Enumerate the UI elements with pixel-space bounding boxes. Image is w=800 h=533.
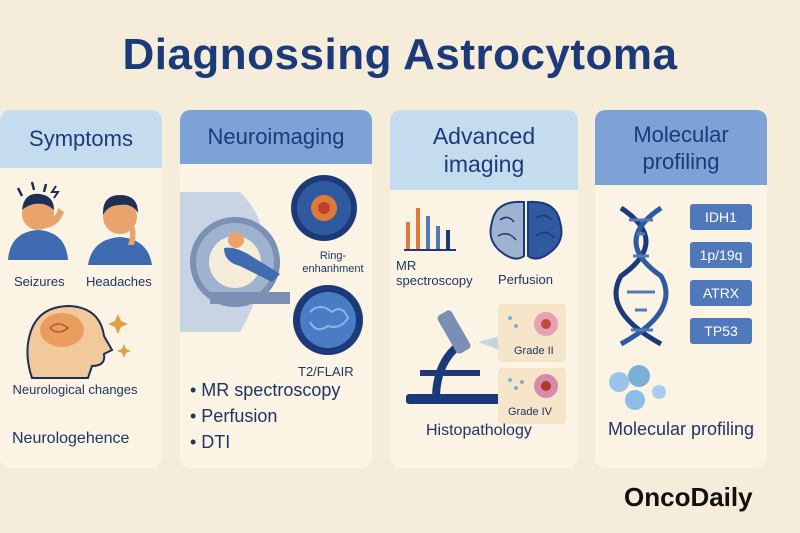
- t2-flair-label: T2/FLAIR: [298, 364, 354, 379]
- atrx-badge: ATRX: [690, 280, 752, 306]
- neuroimaging-header: Neuroimaging: [180, 110, 372, 164]
- head-profile-icon: [26, 304, 131, 379]
- spectroscopy-bars-icon: [404, 208, 456, 251]
- perfusion-label: Perfusion: [498, 272, 553, 287]
- grade-ii-label: Grade II: [514, 345, 554, 357]
- 1p19q-badge: 1p/19q: [690, 242, 752, 268]
- tp53-badge: TP53: [690, 318, 752, 344]
- grade-iv-label: Grade IV: [508, 406, 553, 418]
- ring-enhancement-scan-icon: [291, 175, 357, 241]
- dna-helix-icon: [613, 205, 669, 347]
- headache-person-icon: [88, 195, 152, 265]
- microscope-icon: [406, 310, 502, 404]
- advanced-imaging-panel: Advanced imaging MR spectroscopy Perfusi…: [390, 110, 578, 468]
- seizure-person-icon: [8, 181, 68, 260]
- neurologehence-label: Neurologehence: [12, 430, 130, 447]
- mri-scanner-icon: [180, 192, 290, 332]
- neurological-changes-label: Neurological changes: [12, 382, 138, 397]
- headaches-label: Headaches: [86, 274, 152, 289]
- grade-ii-cell-icon: [508, 312, 558, 336]
- molecular-profiling-panel: Molecular profiling IDH1 1p/19q ATRX TP5…: [595, 110, 767, 468]
- symptoms-panel: Symptoms Seizures Headaches Neurological…: [0, 110, 162, 468]
- t2-flair-scan-icon: [293, 285, 363, 355]
- molecular-profiling-footer: Molecular profiling: [607, 419, 755, 439]
- advanced-imaging-header: Advanced imaging: [390, 110, 578, 190]
- bullet-perfusion: • Perfusion: [190, 406, 278, 426]
- neuroimaging-panel: Neuroimaging Ring-enhanhment T2/FLAIR • …: [180, 110, 372, 468]
- histopathology-label: Histopathology: [426, 422, 532, 439]
- grade-iv-cell-icon: [508, 374, 558, 398]
- ring-enhancement-label: Ring-enhanhment: [302, 250, 364, 275]
- page-title: Diagnossing Astrocytoma: [122, 30, 678, 79]
- molecular-profiling-header: Molecular profiling: [595, 110, 767, 185]
- bullet-dti: • DTI: [190, 432, 231, 452]
- symptoms-header: Symptoms: [0, 110, 162, 168]
- bullet-mr-spectroscopy: • MR spectroscopy: [190, 380, 341, 400]
- grade-ii-slide: [498, 304, 566, 362]
- molecule-spheres-icon: [609, 365, 666, 410]
- seizures-label: Seizures: [14, 274, 65, 289]
- oncodaily-logo: OncoDaily: [624, 482, 753, 512]
- idh1-badge: IDH1: [690, 204, 752, 230]
- mr-spectroscopy-label: MR spectroscopy: [396, 258, 473, 288]
- grade-iv-slide: [498, 368, 566, 424]
- perfusion-brain-icon: [489, 200, 563, 260]
